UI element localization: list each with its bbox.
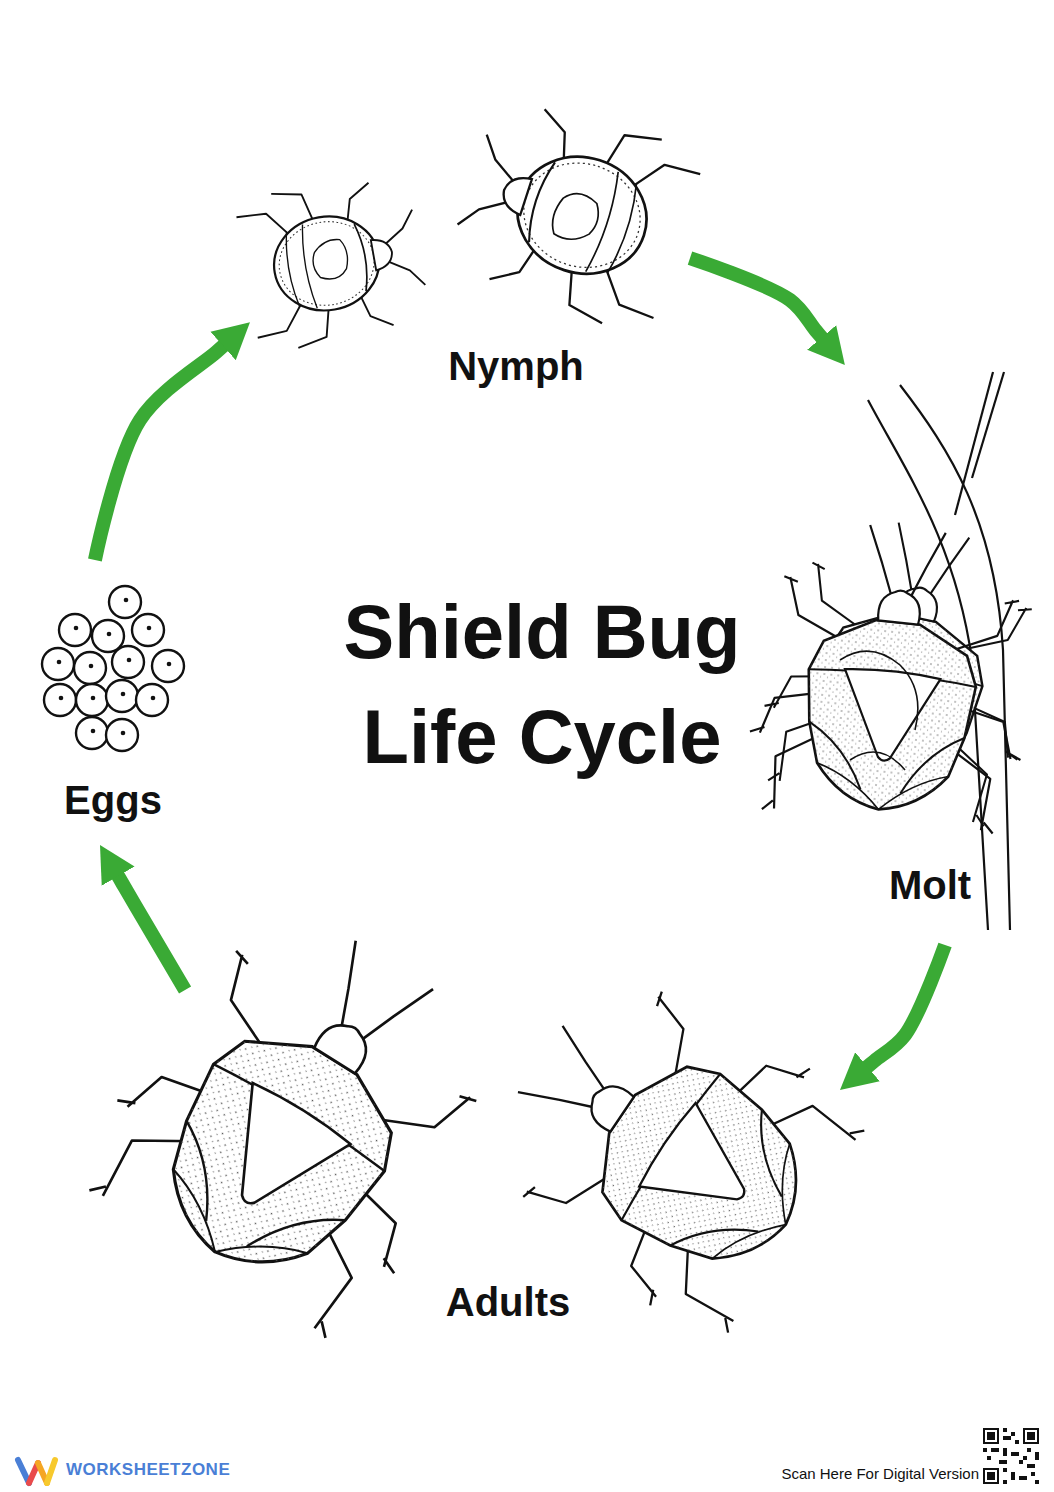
qr-code (987, 1472, 995, 1480)
qr-code (983, 1428, 1039, 1484)
qr-code (1019, 1460, 1023, 1464)
egg-dots (74, 626, 79, 631)
egg-dots (91, 696, 96, 701)
qr-code (1003, 1436, 1011, 1440)
qr-code (1027, 1464, 1035, 1468)
nymph-small (234, 170, 433, 354)
molt-crumple (840, 651, 918, 770)
egg-cluster (92, 620, 124, 652)
qr-code (1003, 1428, 1007, 1432)
egg-dots (91, 729, 96, 734)
life-stage: Molt (750, 365, 1015, 945)
egg-dots (59, 696, 64, 701)
egg-cluster (132, 614, 164, 646)
egg-dots (121, 692, 126, 697)
egg-dots (167, 662, 172, 667)
qr-code (1025, 1430, 1037, 1442)
nymph-large (442, 88, 706, 338)
qr-code (983, 1468, 999, 1484)
egg-cluster (74, 652, 106, 684)
egg-cluster (106, 680, 138, 712)
qr-code (987, 1432, 995, 1440)
egg-dots (89, 664, 94, 669)
egg-cluster (106, 719, 138, 751)
qr-code (1027, 1432, 1035, 1440)
qr-code (1011, 1452, 1019, 1456)
qr-code (1023, 1456, 1027, 1460)
qr-code (1019, 1476, 1027, 1480)
plant-stem (972, 372, 1004, 478)
qr-code (1011, 1432, 1015, 1436)
cycle-arrow (114, 869, 185, 990)
qr-code (999, 1460, 1007, 1464)
plant-stem (955, 372, 993, 515)
qr-code (1003, 1468, 1007, 1472)
egg-dots (57, 660, 62, 665)
qr-code (1023, 1428, 1039, 1444)
egg-cluster (76, 717, 108, 749)
egg-dots (57, 598, 172, 736)
qr-code (983, 1448, 987, 1452)
qr-code (1031, 1472, 1035, 1476)
qr-code (1003, 1448, 1007, 1456)
qr-code (991, 1448, 999, 1452)
connector-group (95, 258, 945, 1072)
cycle-arrow (861, 945, 945, 1072)
cycle-arrow (95, 341, 229, 560)
qr-code (985, 1430, 997, 1442)
egg-cluster (44, 684, 76, 716)
qr-code (1015, 1440, 1019, 1444)
qr-code (1027, 1448, 1031, 1452)
qr-code (983, 1428, 999, 1444)
egg-cluster (112, 646, 144, 678)
adult-bug-left (69, 878, 533, 1350)
egg-dots (127, 658, 132, 663)
qr-code (983, 1428, 1039, 1484)
stage-label: Eggs (64, 776, 162, 824)
egg-dots (151, 696, 156, 701)
stage-label: Adults (446, 1278, 570, 1326)
qr-code (1035, 1452, 1039, 1460)
label-holder: WORKSHEETZONE (0, 0, 164, 20)
egg-cluster (42, 586, 184, 751)
qr-code (1011, 1472, 1015, 1480)
molting-bug (742, 515, 1043, 836)
brand-name: WORKSHEETZONE (66, 1460, 230, 1480)
egg-cluster (42, 648, 74, 680)
scan-note: Scan Here For Digital Version (781, 1465, 979, 1482)
brand-icon (18, 1460, 55, 1483)
qr-code (983, 1428, 1039, 1484)
stage-label: Nymph (448, 342, 584, 390)
egg-dots (121, 731, 126, 736)
life-stage: Eggs (30, 560, 205, 845)
egg-cluster (59, 614, 91, 646)
qr-code (985, 1470, 997, 1482)
egg-cluster (136, 684, 168, 716)
life-stage: Nymph (250, 120, 690, 395)
qr-code (1003, 1480, 1007, 1484)
egg-cluster (76, 684, 108, 716)
diagram-title: Shield Bug Life Cycle (300, 580, 784, 790)
cycle-arrow (690, 258, 827, 344)
egg-dots (124, 598, 129, 603)
stage-label: Molt (889, 861, 971, 909)
egg-dots (147, 626, 152, 631)
egg-cluster (109, 586, 141, 618)
qr-code (987, 1456, 991, 1460)
qr-code (1035, 1480, 1039, 1484)
life-stage: Adults (135, 990, 840, 1335)
brand-icon (47, 1460, 55, 1483)
label-holder: Scan Here For Digital Version (0, 0, 198, 17)
title-holder: Shield Bug Life Cycle (300, 580, 784, 790)
egg-dots (107, 632, 112, 637)
egg-cluster (152, 650, 184, 682)
